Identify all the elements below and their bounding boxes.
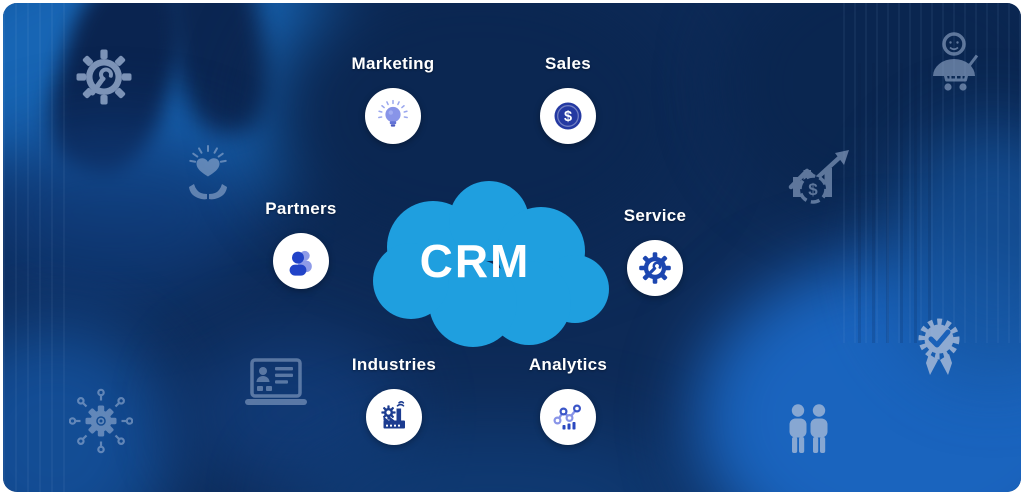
node-circle — [540, 389, 596, 445]
chart-nodes-icon — [553, 404, 582, 430]
dollar-symbol: $ — [564, 109, 572, 125]
node-label: Service — [623, 206, 687, 225]
node-partners: Partners — [241, 198, 361, 289]
node-circle — [366, 389, 422, 445]
growth-dollar-icon: $ — [788, 150, 849, 204]
award-badge-icon — [918, 318, 960, 375]
growth-dollar-symbol: $ — [808, 180, 818, 199]
node-circle: $ — [540, 88, 596, 144]
factory-icon — [381, 401, 405, 429]
gear-wrench-icon — [639, 252, 671, 284]
node-label: Sales — [545, 54, 591, 73]
node-industries: Industries — [334, 354, 454, 445]
network-gear-icon — [69, 388, 133, 454]
crm-label: CRM — [420, 235, 531, 287]
laptop-contacts-icon — [245, 358, 307, 405]
lightbulb-icon — [378, 99, 408, 127]
node-analytics: Analytics — [508, 354, 628, 445]
node-label: Marketing — [351, 54, 435, 73]
team-people-icon — [789, 404, 828, 453]
illustration-canvas: $ — [3, 3, 1021, 492]
two-people-icon — [289, 250, 312, 276]
shopper-cart-icon — [933, 32, 979, 91]
node-circle — [273, 233, 329, 289]
node-sales: Sales $ — [508, 53, 628, 144]
node-circle — [627, 240, 683, 296]
gear-wrench-icon — [76, 49, 132, 105]
node-label: Industries — [351, 355, 437, 374]
dollar-coin-icon: $ — [554, 102, 582, 130]
node-label: Partners — [265, 199, 337, 218]
watercolor-patch — [3, 123, 263, 303]
node-label: Analytics — [528, 355, 608, 374]
crm-cloud: CRM — [373, 181, 609, 347]
heart-in-hands-icon — [189, 145, 227, 200]
node-service: Service — [595, 205, 715, 296]
node-circle — [365, 88, 421, 144]
node-marketing: Marketing — [333, 53, 453, 144]
